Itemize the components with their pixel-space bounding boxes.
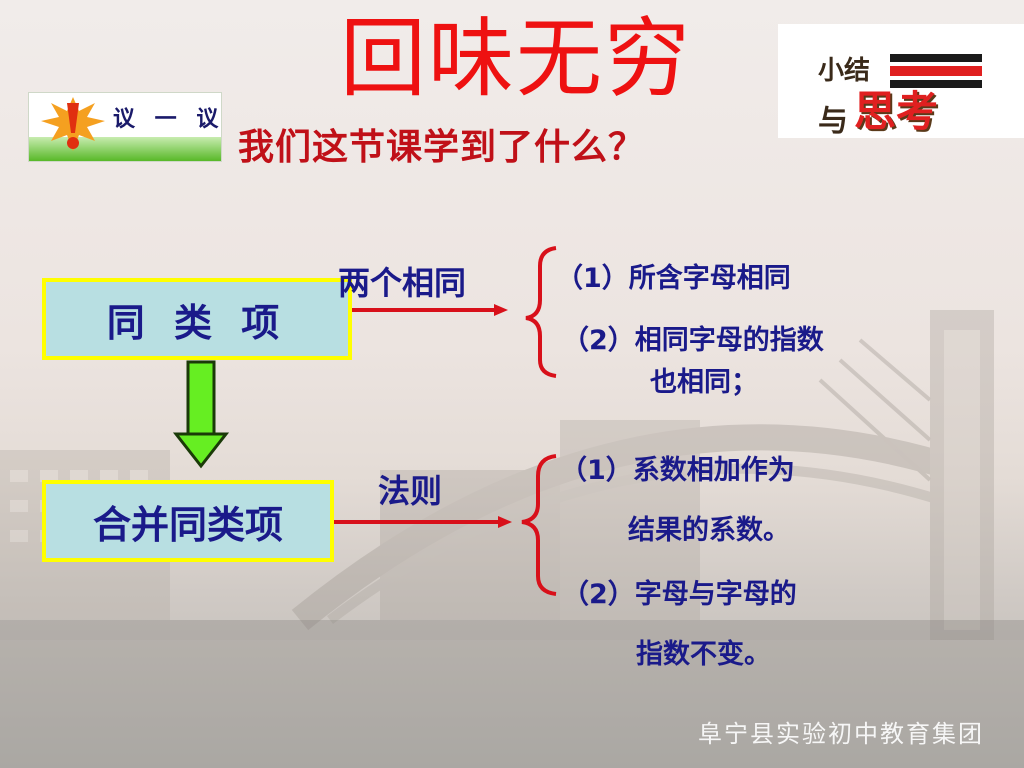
arrow-down-icon	[172, 360, 230, 469]
like-terms-rule-2-cont: 也相同；	[650, 367, 758, 398]
like-terms-rule-2: （2）相同字母的指数	[562, 325, 824, 356]
decorative-bars-icon	[890, 54, 982, 88]
combine-rule-2-cont: 指数不变。	[636, 639, 771, 670]
exclamation-icon	[41, 97, 105, 151]
curly-brace-icon	[521, 454, 557, 596]
summary-badge-small-text: 小结	[818, 56, 871, 86]
combine-rule-1: （1）系数相加作为	[560, 455, 795, 486]
combine-rule-1-cont: 结果的系数。	[628, 515, 790, 546]
summary-badge: 小结 与 思考	[778, 24, 1024, 139]
like-terms-rule-1: （1）所含字母相同	[556, 263, 791, 294]
curly-brace-icon	[525, 246, 557, 378]
like-terms-arrow-label: 两个相同	[338, 264, 467, 302]
badge-green-bar	[29, 137, 221, 161]
slide-subtitle: 我们这节课学到了什么？	[238, 127, 646, 168]
combine-like-terms-box: 合并同类项	[42, 480, 334, 562]
discuss-badge-text: 议 一 议	[113, 106, 225, 132]
summary-badge-big-text: 思考	[854, 87, 939, 136]
summary-badge-small-text-2: 与	[818, 104, 848, 139]
combine-rule-2: （2）字母与字母的	[562, 579, 797, 610]
school-watermark: 阜宁县实验初中教育集团	[698, 720, 984, 748]
slide-title: 回味无穷	[340, 9, 692, 109]
combine-rule-arrow-label: 法则	[378, 472, 443, 510]
discuss-badge: 议 一 议	[28, 92, 222, 162]
like-terms-box: 同 类 项	[42, 278, 352, 360]
arrow-right-icon	[334, 516, 512, 528]
